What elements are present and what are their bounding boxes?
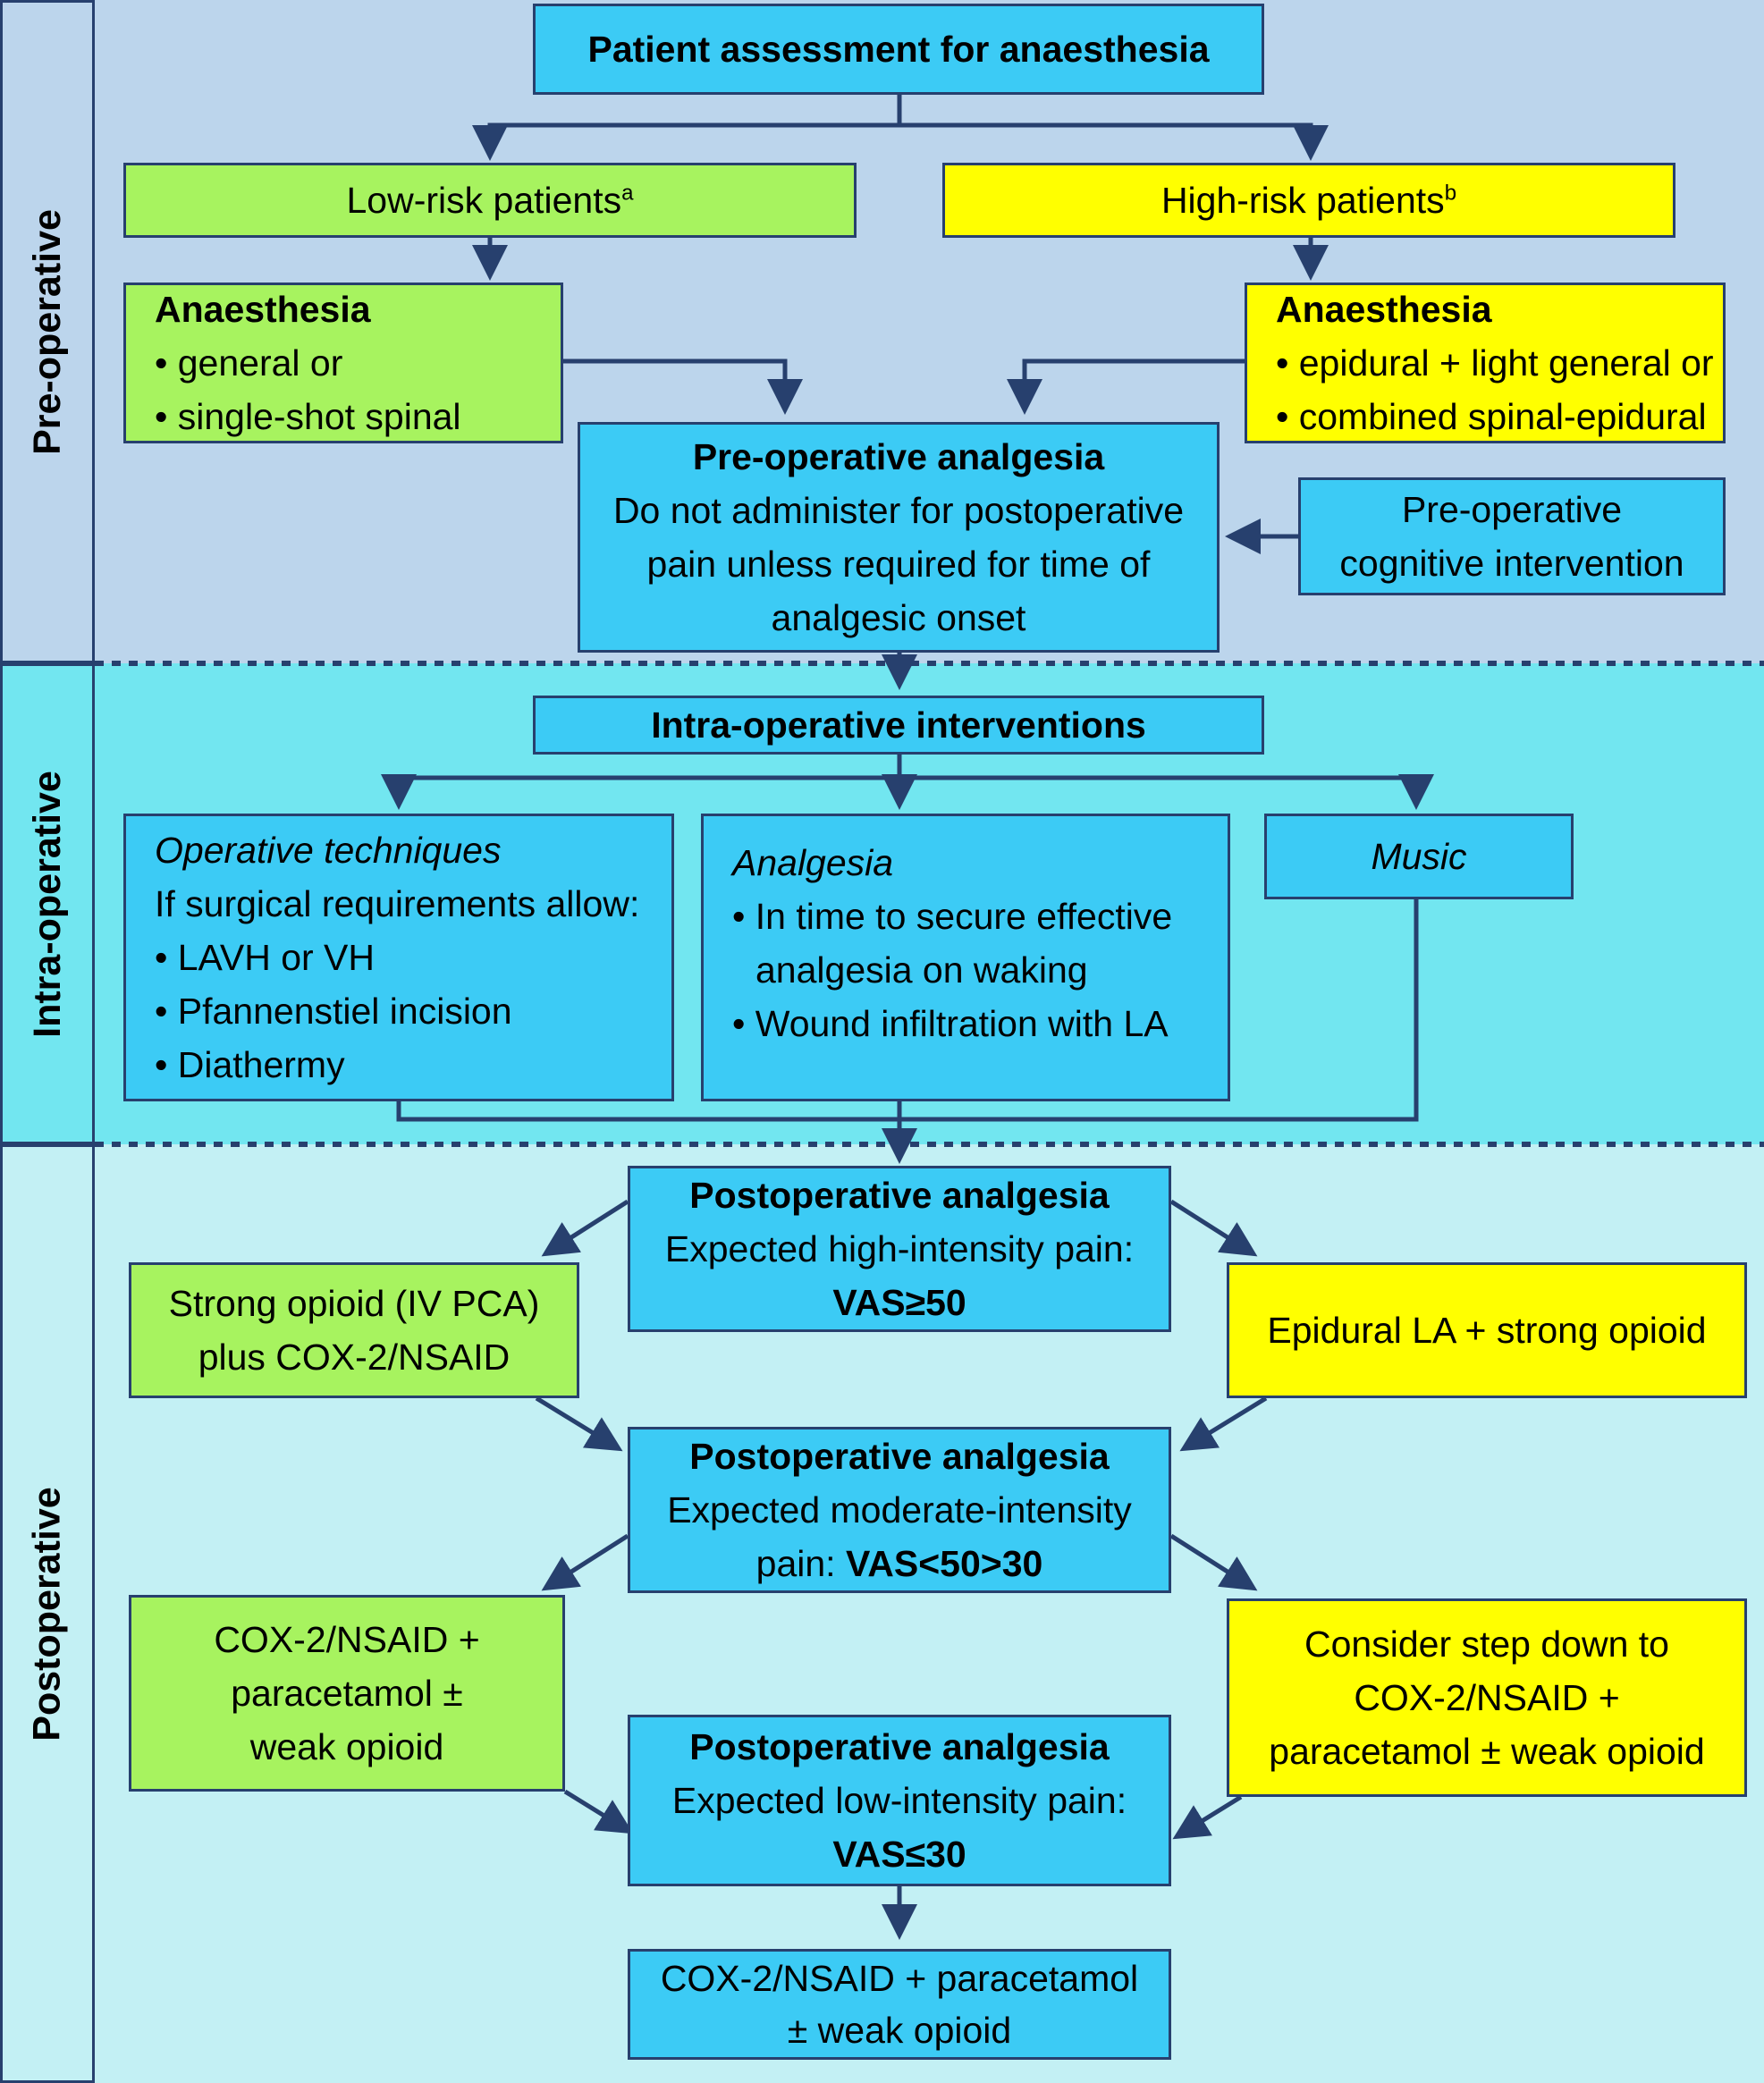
operative-techniques-title: Operative techniques: [155, 830, 502, 871]
strong-opioid-box: Strong opioid (IV PCA) plus COX-2/NSAID: [129, 1262, 579, 1398]
post-low-line: Expected low-intensity pain:: [671, 1780, 1127, 1821]
step-down-line: COX-2/NSAID +: [1354, 1677, 1620, 1718]
arrow-intra-to-operative-techniques: [381, 755, 902, 810]
postoperative-label-cell: [0, 1144, 95, 2083]
arrow-intra-to-music: [899, 774, 1434, 810]
post-moderate-vas: VAS<50>30: [845, 1543, 1043, 1584]
arrow-assessment-to-low-risk: [472, 95, 902, 161]
preop-analgesia-line: analgesic onset: [771, 597, 1026, 638]
anaesthesia-high-title: Anaesthesia: [1276, 289, 1492, 330]
operative-techniques-item: Pfannenstiel incision: [155, 984, 671, 1038]
arrow-strong-opioid-to-post-moderate: [535, 1396, 623, 1452]
final-regimen-line: ± weak opioid: [787, 2010, 1012, 2051]
cox-left-line: COX-2/NSAID +: [214, 1619, 480, 1660]
patient-assessment-box: Patient assessment for anaesthesia: [533, 4, 1264, 95]
music-box: Music: [1264, 814, 1574, 899]
cox-left-line: paracetamol ±: [231, 1673, 463, 1714]
intraoperative-label-cell: [0, 663, 95, 1144]
preop-analgesia-title: Pre-operative analgesia: [692, 436, 1105, 477]
high-risk-box: High-risk patientsb: [942, 163, 1675, 238]
strong-opioid-line: plus COX-2/NSAID: [198, 1337, 511, 1378]
preop-analgesia-line: pain unless required for time of: [646, 544, 1151, 585]
cognitive-intervention-line: Pre-operative: [1401, 489, 1623, 530]
cox-left-line: weak opioid: [249, 1726, 444, 1767]
operative-techniques-item: LAVH or VH: [155, 931, 671, 984]
epidural-la-label: Epidural LA + strong opioid: [1267, 1310, 1707, 1351]
anaesthesia-low-box: Anaesthesia general or single-shot spina…: [123, 283, 563, 443]
step-down-line: paracetamol ± weak opioid: [1269, 1731, 1705, 1772]
arrow-assessment-to-high-risk: [899, 122, 1329, 161]
operative-techniques-item: Diathermy: [155, 1038, 671, 1092]
anaesthesia-low-item: single-shot spinal: [155, 390, 561, 443]
operative-techniques-intro: If surgical requirements allow:: [155, 883, 640, 924]
operative-techniques-box: Operative techniques If surgical require…: [123, 814, 674, 1101]
post-high-intensity-box: Postoperative analgesia Expected high-in…: [628, 1166, 1171, 1332]
final-regimen-line: COX-2/NSAID + paracetamol: [660, 1958, 1139, 1999]
post-low-title: Postoperative analgesia: [689, 1726, 1110, 1767]
intra-analgesia-item: Wound infiltration with LA: [732, 997, 1228, 1050]
post-moderate-intensity-box: Postoperative analgesia Expected moderat…: [628, 1427, 1171, 1593]
intra-analgesia-box: Analgesia In time to secure effective an…: [701, 814, 1230, 1101]
connector-music-merge: [899, 899, 1419, 1122]
arrow-cox-left-to-post-low: [563, 1789, 634, 1834]
cognitive-intervention-line: cognitive intervention: [1339, 543, 1684, 584]
intra-analgesia-item-continued: analgesia on waking: [755, 949, 1088, 991]
epidural-la-box: Epidural LA + strong opioid: [1227, 1262, 1747, 1398]
step-down-line: Consider step down to: [1304, 1623, 1669, 1665]
cognitive-intervention-box: Pre-operative cognitive intervention: [1298, 477, 1726, 595]
post-high-line: Expected high-intensity pain:: [664, 1228, 1135, 1269]
arrow-post-high-to-epidural: [1169, 1199, 1258, 1257]
arrow-step-down-to-post-low: [1172, 1794, 1243, 1840]
anaesthesia-high-item: combined spinal-epidural: [1276, 390, 1723, 443]
step-down-box: Consider step down to COX-2/NSAID + para…: [1227, 1598, 1747, 1797]
post-moderate-title: Postoperative analgesia: [689, 1436, 1110, 1477]
post-high-vas: VAS≥50: [832, 1282, 966, 1323]
high-risk-footnote-marker: b: [1444, 181, 1457, 206]
arrow-epidural-to-post-moderate: [1179, 1396, 1268, 1452]
anaesthesia-high-item: epidural + light general or: [1276, 336, 1723, 390]
arrow-anaesthesia-low-to-preop-analgesia: [561, 358, 803, 415]
low-risk-footnote-marker: a: [621, 181, 634, 206]
intra-analgesia-title: Analgesia: [732, 842, 894, 883]
low-risk-box: Low-risk patientsa: [123, 163, 857, 238]
arrow-post-moderate-to-step-down: [1169, 1533, 1258, 1591]
connector-techniques-merge: [396, 1101, 899, 1122]
preop-analgesia-line: Do not administer for postoperative: [612, 490, 1185, 531]
low-risk-label: Low-risk patientsa: [346, 180, 634, 221]
high-risk-label: High-risk patientsb: [1161, 180, 1457, 221]
intra-interventions-title: Intra-operative interventions: [651, 704, 1146, 746]
anaesthesia-low-item: general or: [155, 336, 561, 390]
preoperative-label-cell: [0, 0, 95, 663]
arrow-post-moderate-to-cox-left: [541, 1533, 629, 1591]
intra-interventions-box: Intra-operative interventions: [533, 696, 1264, 755]
post-moderate-pain-line: pain: VAS<50>30: [755, 1543, 1043, 1584]
anaesthesia-high-box: Anaesthesia epidural + light general or …: [1245, 283, 1726, 443]
post-low-intensity-box: Postoperative analgesia Expected low-int…: [628, 1715, 1171, 1886]
intra-analgesia-item: In time to secure effective: [732, 890, 1228, 943]
final-regimen-box: COX-2/NSAID + paracetamol ± weak opioid: [628, 1949, 1171, 2060]
preop-analgesia-box: Pre-operative analgesia Do not administe…: [578, 422, 1220, 653]
anaesthesia-low-title: Anaesthesia: [155, 289, 371, 330]
music-label: Music: [1371, 836, 1467, 877]
cox-nsaid-left-box: COX-2/NSAID + paracetamol ± weak opioid: [129, 1595, 565, 1792]
patient-assessment-title: Patient assessment for anaesthesia: [587, 29, 1210, 70]
post-high-title: Postoperative analgesia: [689, 1175, 1110, 1216]
arrow-anaesthesia-high-to-preop-analgesia: [1007, 358, 1246, 415]
post-moderate-line: Expected moderate-intensity: [667, 1489, 1132, 1531]
strong-opioid-line: Strong opioid (IV PCA): [168, 1283, 540, 1324]
post-low-vas: VAS≤30: [832, 1834, 966, 1875]
arrow-post-high-to-strong-opioid: [541, 1199, 629, 1257]
